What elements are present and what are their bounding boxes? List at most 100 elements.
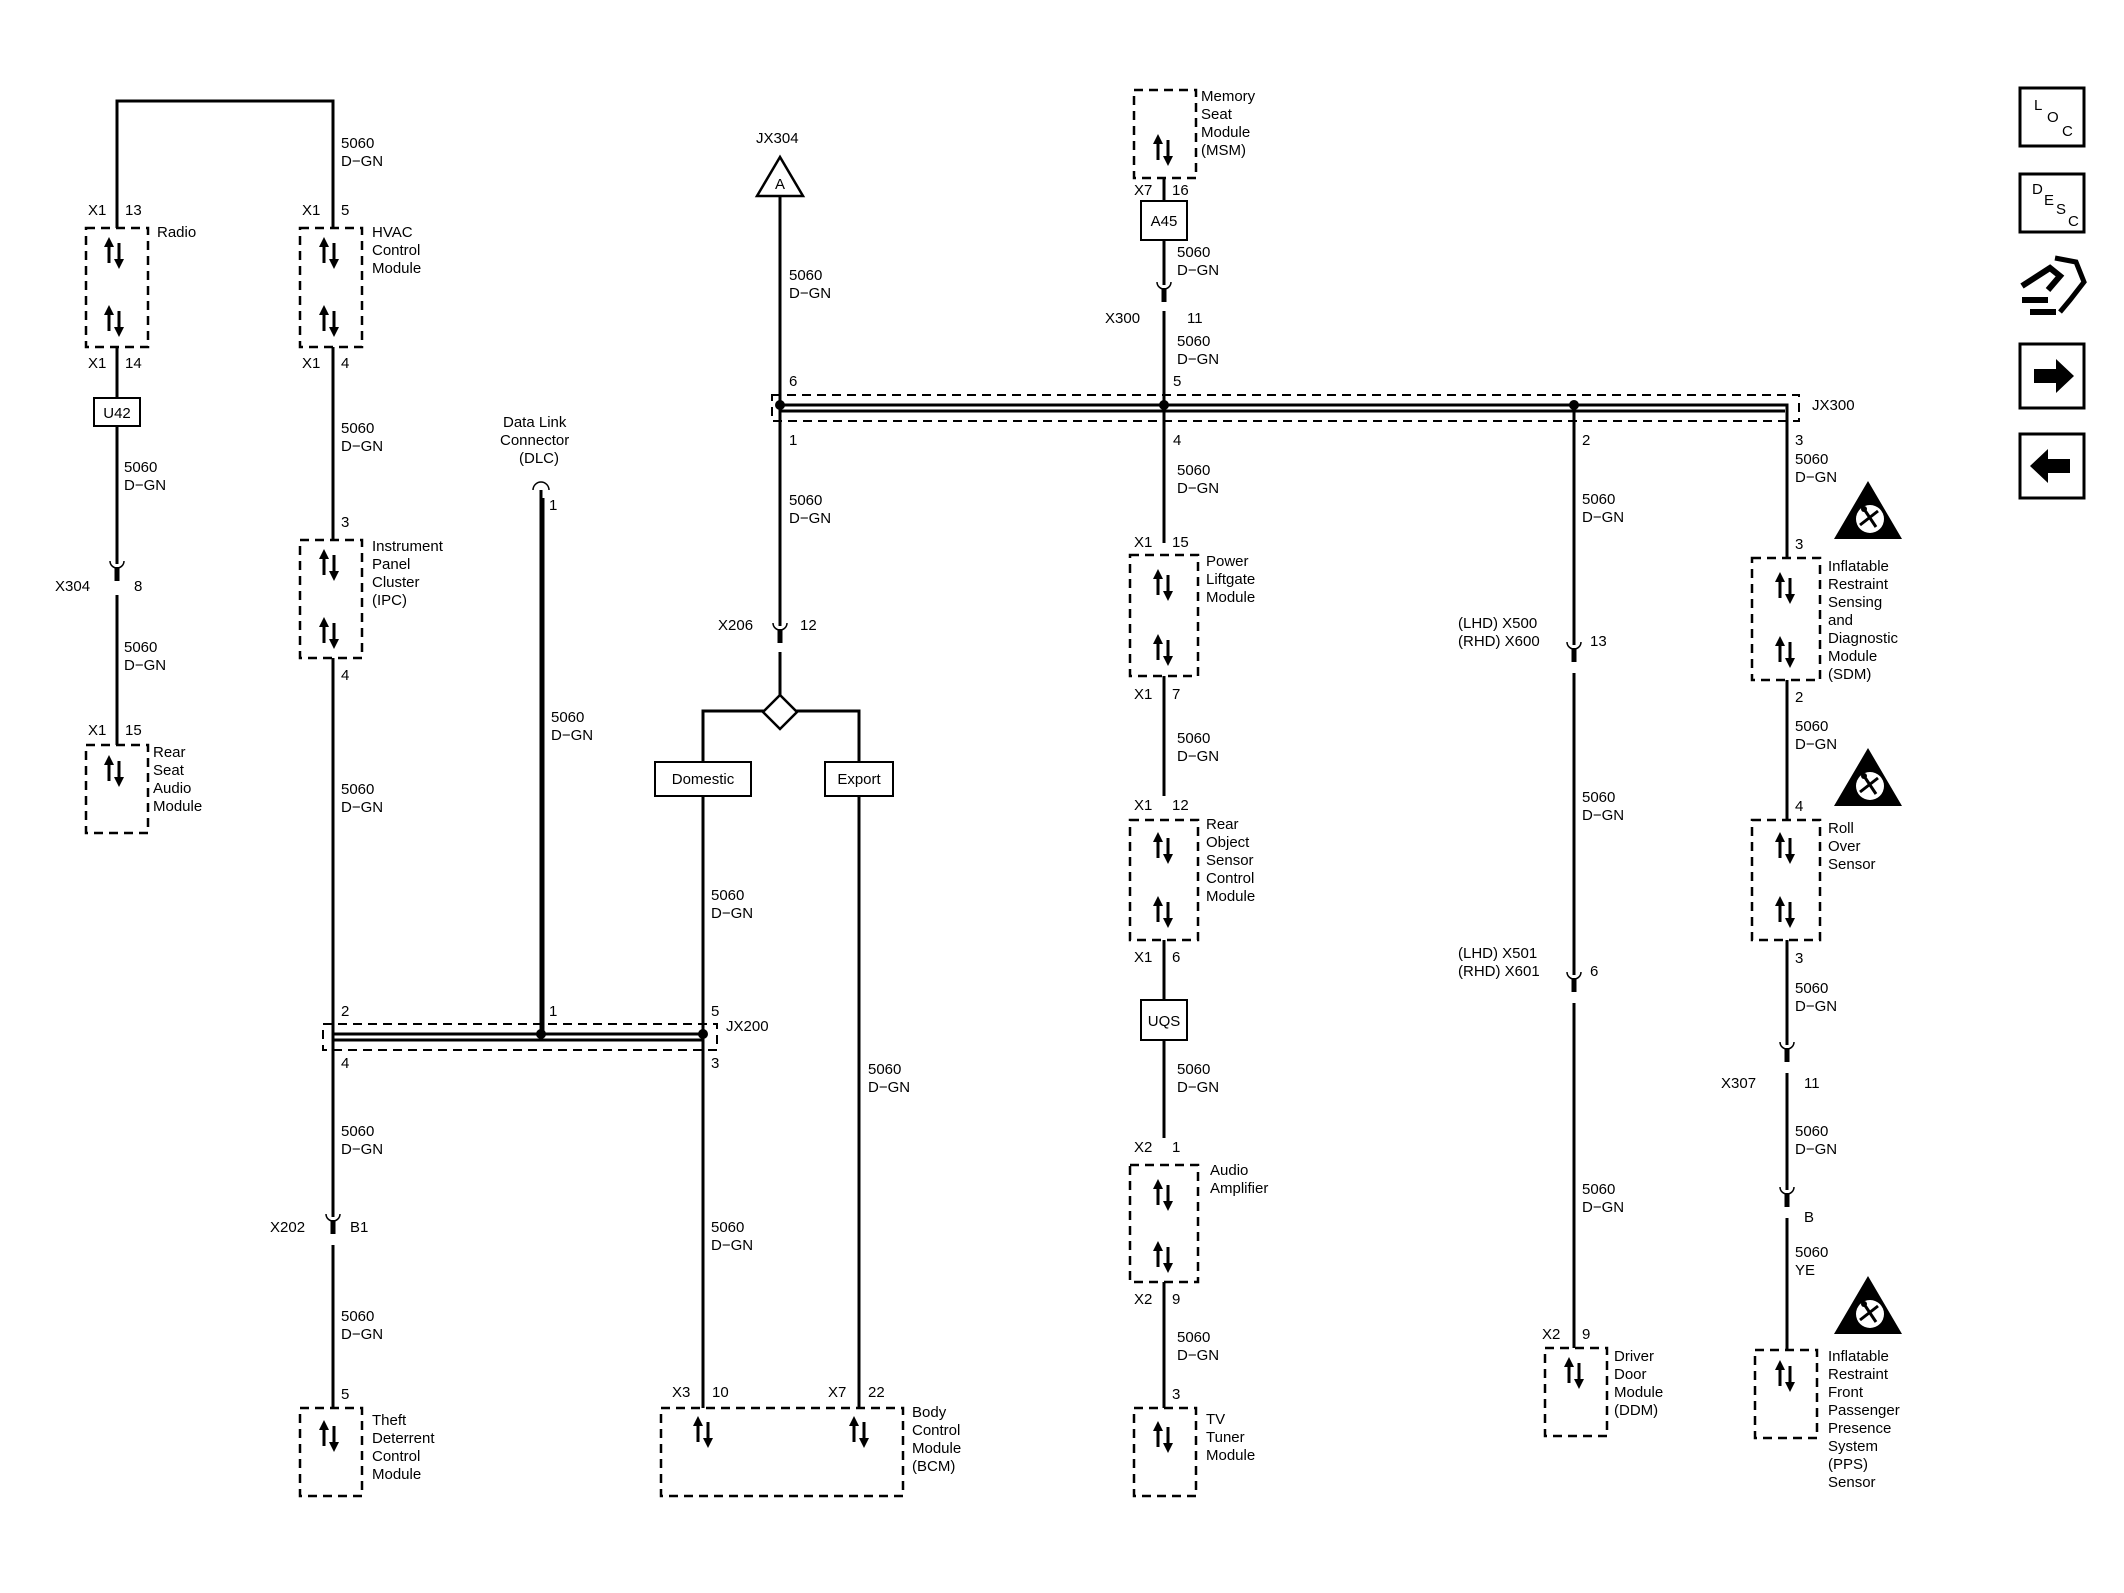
svg-text:Domestic: Domestic: [672, 771, 735, 788]
option-a45: A45: [1140, 200, 1188, 241]
module-audio-amplifier: Audio Amplifier: [1128, 1162, 1268, 1284]
module-label: Inflatable: [1828, 1348, 1889, 1365]
svg-text:1: 1: [549, 1003, 557, 1020]
svg-text:X1: X1: [1134, 534, 1152, 551]
airbag-warning-icon: [1832, 1274, 1904, 1336]
module-label: Sensing: [1828, 594, 1882, 611]
module-label: Power: [1206, 553, 1249, 570]
module-label: Sensor: [1206, 852, 1254, 869]
svg-text:D−GN: D−GN: [1177, 748, 1219, 765]
svg-text:(RHD) X601: (RHD) X601: [1458, 963, 1540, 980]
svg-text:5060: 5060: [789, 492, 822, 509]
desc-button[interactable]: D E S C: [2018, 172, 2086, 234]
svg-text:3: 3: [1795, 432, 1803, 449]
svg-text:1: 1: [789, 432, 797, 449]
connector-tool-icon[interactable]: [2020, 255, 2087, 315]
svg-text:15: 15: [1172, 534, 1189, 551]
svg-text:5060: 5060: [1582, 491, 1615, 508]
svg-text:5060: 5060: [341, 1308, 374, 1325]
module-label: Module: [1828, 648, 1877, 665]
module-label: Module: [912, 1440, 961, 1457]
svg-text:5060: 5060: [1177, 730, 1210, 747]
svg-text:5060: 5060: [1582, 789, 1615, 806]
splice-jx200: [322, 1023, 718, 1051]
module-power-liftgate: Power Liftgate Module: [1128, 553, 1255, 678]
svg-text:X2: X2: [1542, 1326, 1560, 1343]
module-label: Theft: [372, 1412, 407, 1429]
svg-text:U42: U42: [103, 405, 131, 422]
svg-text:5060: 5060: [124, 639, 157, 656]
svg-text:2: 2: [1582, 432, 1590, 449]
module-label: Audio: [153, 780, 191, 797]
previous-arrow-icon[interactable]: [2018, 432, 2086, 500]
module-label: Cluster: [372, 574, 420, 591]
svg-text:D−GN: D−GN: [789, 510, 831, 527]
splice-label: JX200: [726, 1018, 769, 1035]
svg-text:D−GN: D−GN: [1795, 736, 1837, 753]
svg-text:D−GN: D−GN: [124, 477, 166, 494]
module-label: HVAC: [372, 224, 413, 241]
svg-text:D−GN: D−GN: [124, 657, 166, 674]
svg-text:5060: 5060: [124, 459, 157, 476]
svg-text:5: 5: [1173, 373, 1181, 390]
svg-text:X1: X1: [1134, 797, 1152, 814]
svg-text:5060: 5060: [1177, 462, 1210, 479]
svg-text:3: 3: [1795, 950, 1803, 967]
svg-text:D: D: [2032, 181, 2043, 198]
module-roll-over-sensor: Roll Over Sensor: [1750, 818, 1876, 942]
loc-button[interactable]: L O C: [2018, 86, 2086, 148]
module-label: Restraint: [1828, 1366, 1889, 1383]
module-label: Roll: [1828, 820, 1854, 837]
svg-text:11: 11: [1187, 310, 1203, 327]
svg-text:5060: 5060: [341, 420, 374, 437]
module-label: Module: [153, 798, 202, 815]
svg-text:D−GN: D−GN: [551, 727, 593, 744]
next-arrow-icon[interactable]: [2018, 342, 2086, 410]
svg-text:7: 7: [1172, 686, 1180, 703]
svg-text:5060: 5060: [1582, 1181, 1615, 1198]
svg-text:X202: X202: [270, 1219, 305, 1236]
svg-text:D−GN: D−GN: [868, 1079, 910, 1096]
module-label: Driver: [1614, 1348, 1654, 1365]
svg-text:1: 1: [1172, 1139, 1180, 1156]
svg-text:5060: 5060: [711, 887, 744, 904]
svg-text:D−GN: D−GN: [1795, 469, 1837, 486]
module-label: (DLC): [519, 450, 559, 467]
svg-text:B1: B1: [350, 1219, 368, 1236]
module-label: TV: [1206, 1411, 1225, 1428]
svg-text:D−GN: D−GN: [1795, 998, 1837, 1015]
module-label: (MSM): [1201, 142, 1246, 159]
data-link-connector: Data Link Connector (DLC): [500, 414, 569, 491]
svg-text:D−GN: D−GN: [1177, 480, 1219, 497]
splice-jx304-flag: A JX304: [754, 130, 806, 198]
module-label: Module: [1206, 1447, 1255, 1464]
svg-text:E: E: [2044, 192, 2054, 209]
module-label: Sensor: [1828, 1474, 1876, 1491]
module-label: Audio: [1210, 1162, 1248, 1179]
svg-text:X307: X307: [1721, 1075, 1756, 1092]
svg-text:6: 6: [1590, 963, 1598, 980]
module-label: Instrument: [372, 538, 444, 555]
svg-text:X1: X1: [88, 355, 106, 372]
module-ipc: Instrument Panel Cluster (IPC): [298, 538, 444, 660]
svg-text:A45: A45: [1151, 213, 1178, 230]
module-label: (BCM): [912, 1458, 955, 1475]
svg-text:B: B: [1804, 1209, 1814, 1226]
option-export: Export: [824, 761, 894, 797]
module-label: Door: [1614, 1366, 1647, 1383]
svg-text:1: 1: [549, 497, 557, 514]
svg-text:15: 15: [125, 722, 142, 739]
svg-text:3: 3: [1172, 1386, 1180, 1403]
svg-text:D−GN: D−GN: [789, 285, 831, 302]
module-label: Connector: [500, 432, 569, 449]
module-hvac: HVAC Control Module: [298, 224, 421, 349]
svg-text:6: 6: [789, 373, 797, 390]
svg-text:(LHD) X500: (LHD) X500: [1458, 615, 1537, 632]
svg-text:JX304: JX304: [756, 130, 799, 147]
svg-text:5060: 5060: [551, 709, 584, 726]
module-label: Front: [1828, 1384, 1864, 1401]
svg-text:10: 10: [712, 1384, 729, 1401]
module-label: Rear: [153, 744, 186, 761]
svg-text:D−GN: D−GN: [1177, 262, 1219, 279]
